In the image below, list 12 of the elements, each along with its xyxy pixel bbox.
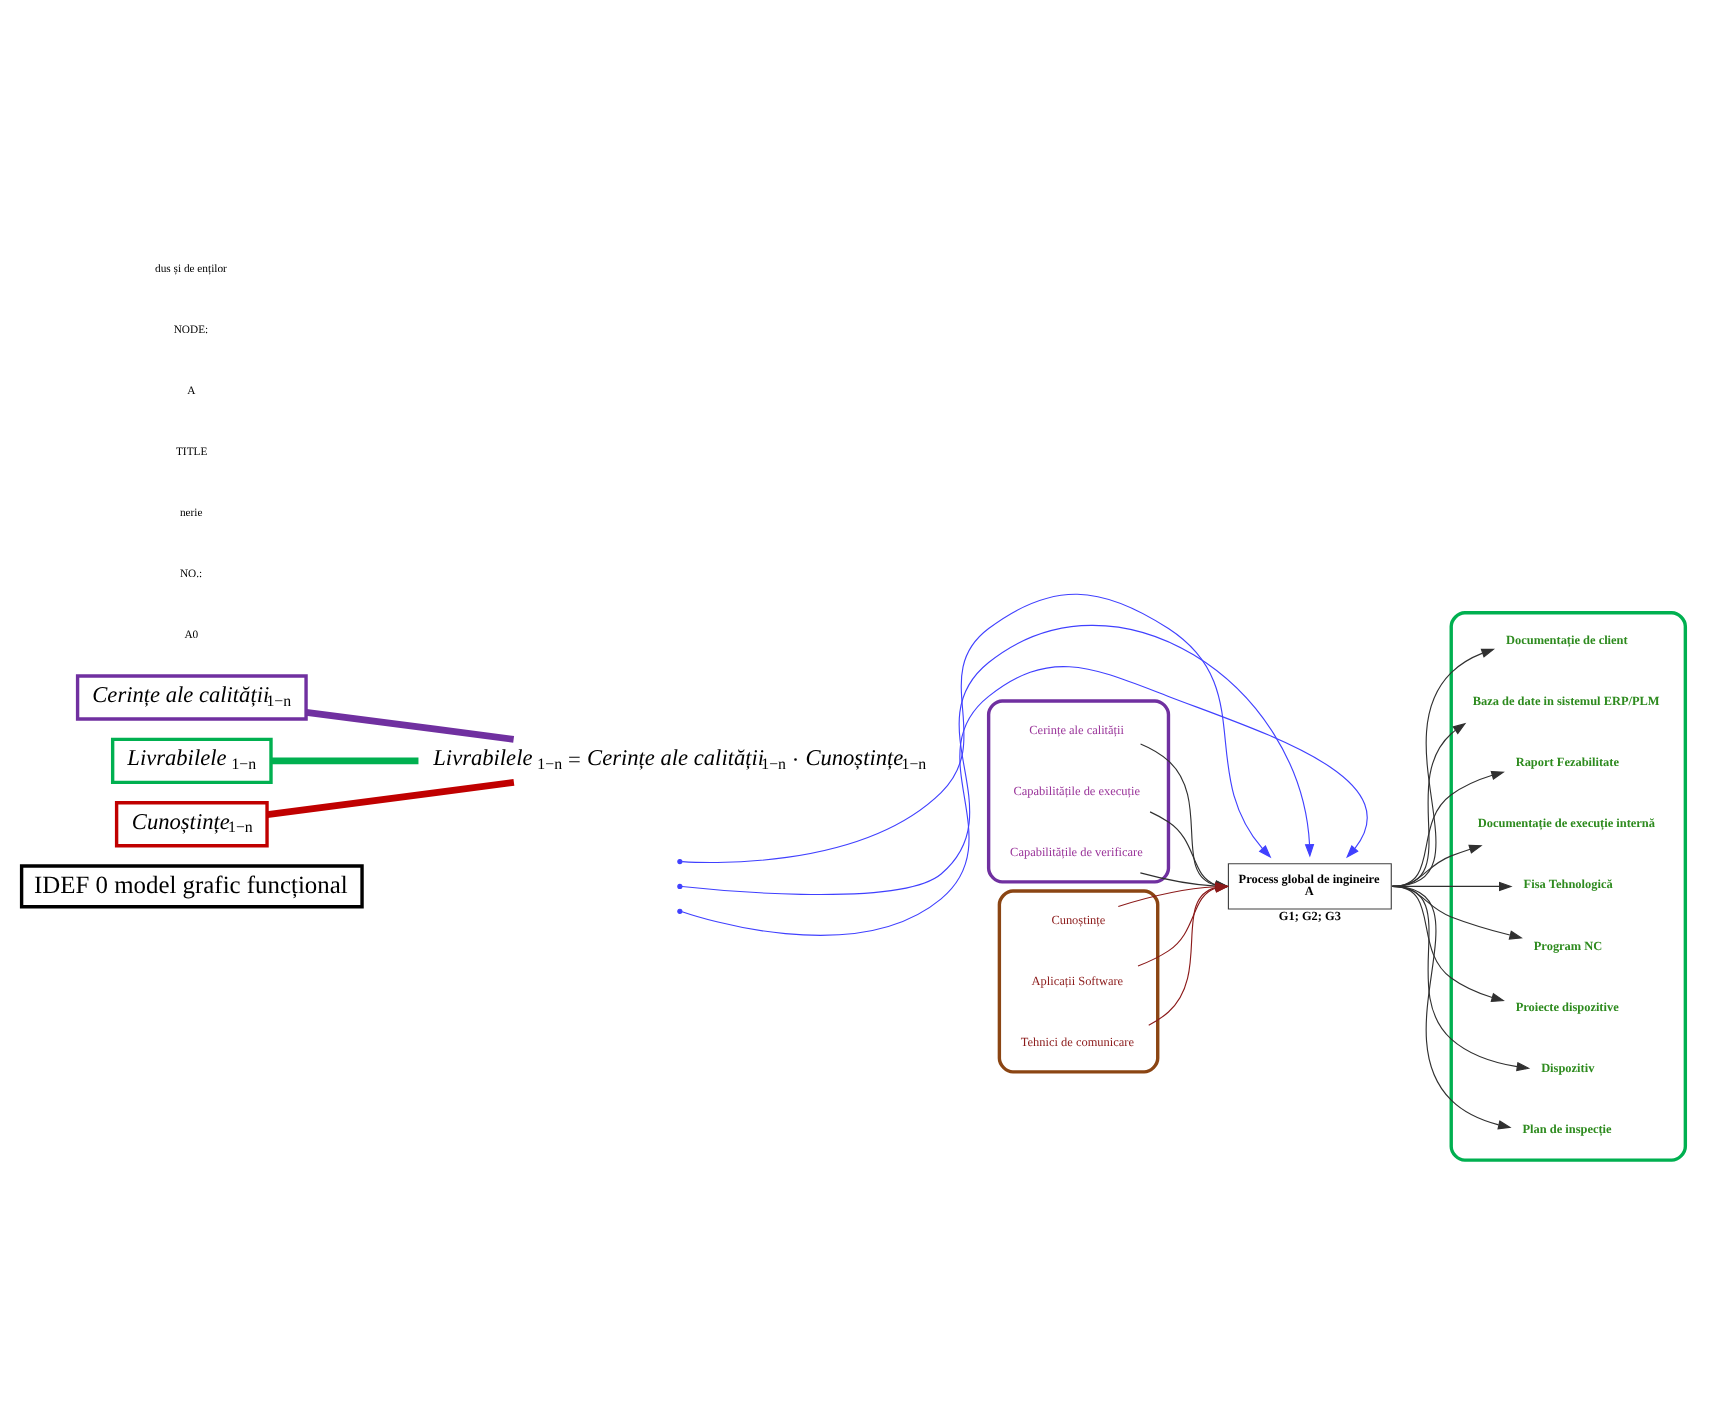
connector [271, 757, 419, 765]
node-box: Livrabilele 1−n [110, 737, 273, 785]
connector [266, 779, 515, 818]
node-box: IDEF 0 model grafic funcțional [19, 864, 364, 909]
cluster [997, 889, 1160, 1074]
arrow [1391, 885, 1512, 1130]
arrow [1391, 648, 1495, 887]
cluster [986, 699, 1171, 884]
arrow [1391, 770, 1505, 887]
connector [305, 708, 515, 743]
arrow [681, 593, 1272, 864]
arrow [681, 666, 1368, 936]
